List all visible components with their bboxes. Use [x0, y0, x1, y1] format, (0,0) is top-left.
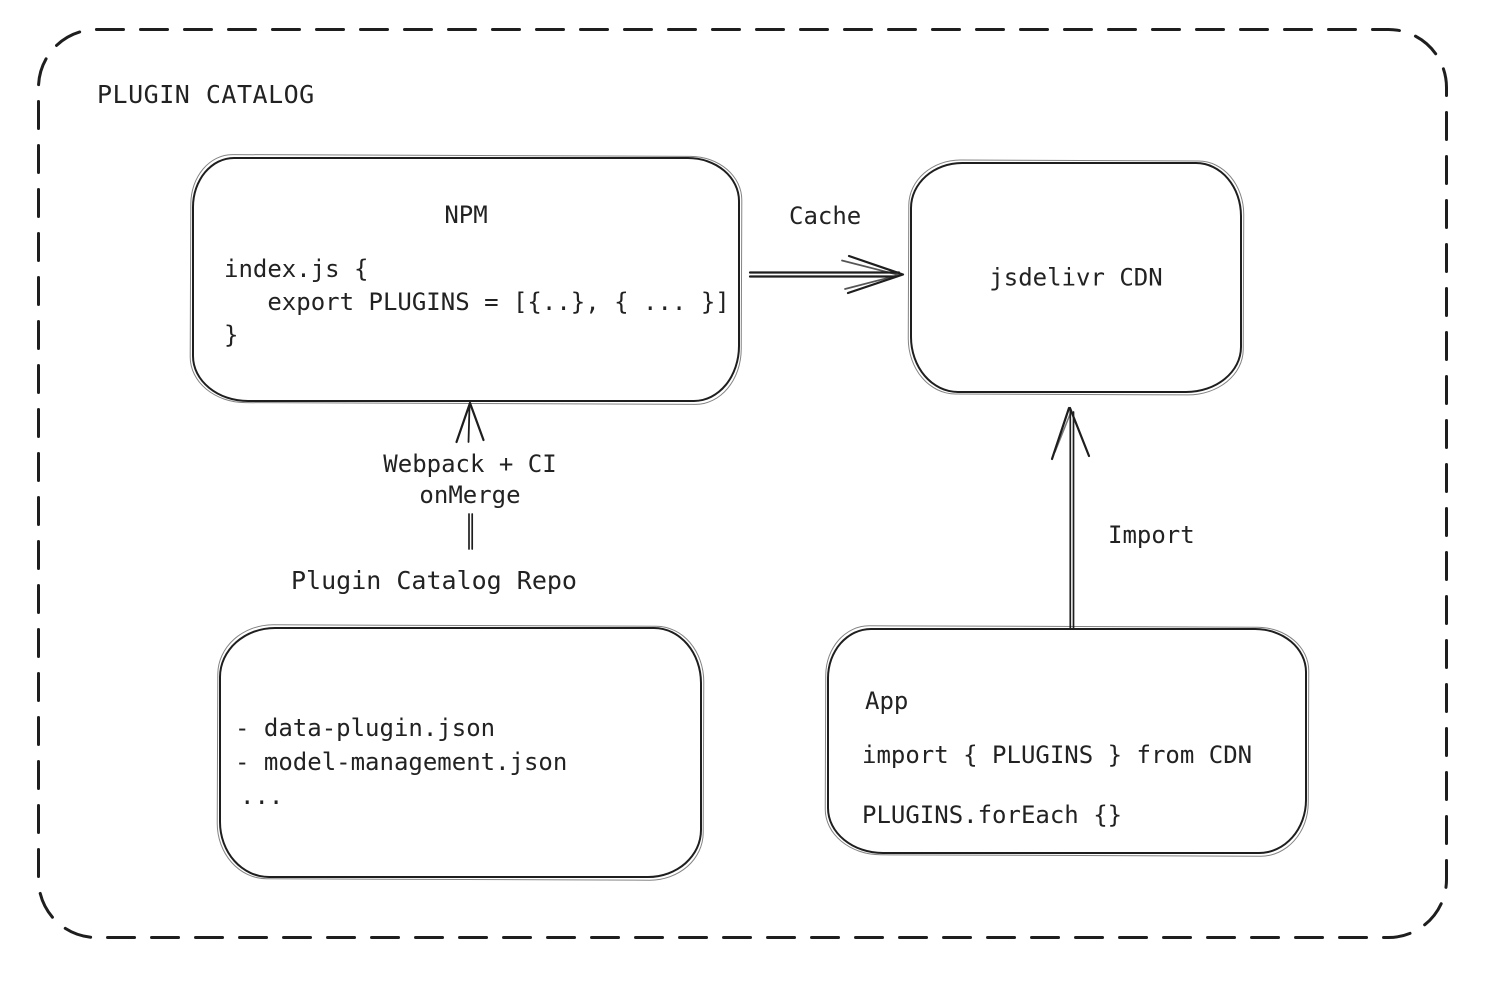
app-code-line-2: PLUGINS.forEach {} [862, 801, 1123, 829]
import-arrow [1050, 406, 1091, 630]
cdn-box-title: jsdelivr CDN [989, 263, 1163, 291]
npm-code-line-3: } [224, 321, 239, 349]
repo-box: - data-plugin.json - model-management.js… [219, 627, 702, 878]
app-code-line-1: import { PLUGINS } from CDN [862, 741, 1253, 769]
build-edge-label-line2: onMerge [419, 481, 521, 509]
repo-item-3: ... [240, 782, 284, 810]
repo-item-2: - model-management.json [235, 748, 568, 776]
cdn-box: jsdelivr CDN [910, 162, 1242, 393]
npm-code-line-2: export PLUGINS = [{..}, { ... }] [224, 288, 730, 316]
import-edge-label: Import [1108, 521, 1195, 549]
app-box: App import { PLUGINS } from CDN PLUGINS.… [827, 628, 1307, 854]
npm-box: NPM index.js { export PLUGINS = [{..}, {… [192, 157, 740, 402]
repo-item-1: - data-plugin.json [235, 714, 496, 742]
repo-label: Plugin Catalog Repo [291, 566, 577, 595]
cache-arrow [748, 254, 905, 295]
npm-code-line-1: index.js { [224, 255, 369, 283]
build-edge-label-line1: Webpack + CI [383, 450, 557, 478]
npm-box-title: NPM [444, 201, 488, 229]
app-box-title: App [865, 687, 909, 715]
catalog-frame-title: PLUGIN CATALOG [97, 80, 315, 109]
cache-edge-label: Cache [789, 202, 862, 230]
